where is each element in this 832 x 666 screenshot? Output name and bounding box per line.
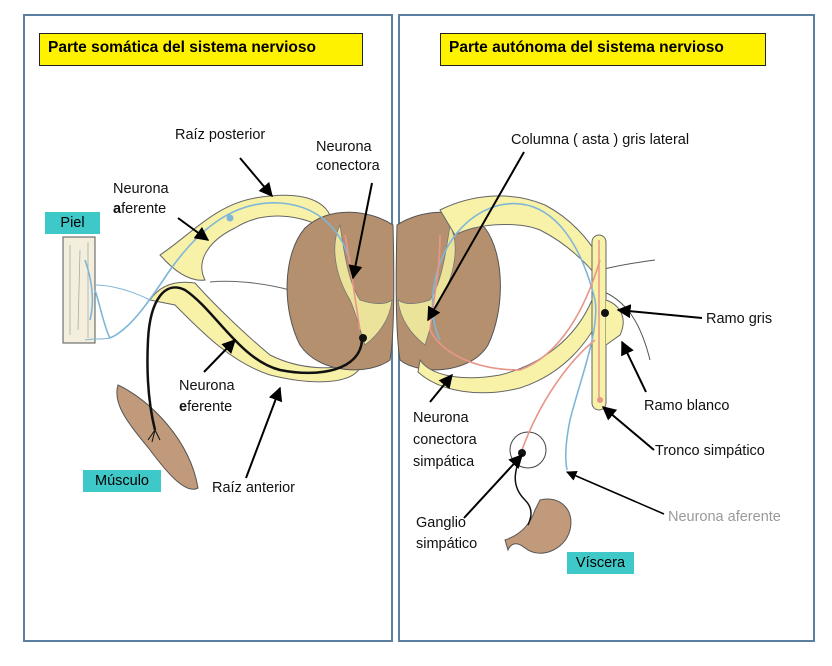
label-raiz-anterior: Raíz anterior xyxy=(212,480,296,496)
label-neurona-conectora-simpatica-1: Neurona xyxy=(413,410,469,426)
label-neurona-eferente-1: Neurona xyxy=(179,378,235,394)
label-neurona-conectora-1: Neurona xyxy=(316,139,372,155)
afferent-pathways xyxy=(84,202,597,471)
label-neurona-aferente-visceral: Neurona aferente xyxy=(668,509,781,525)
label-raiz-posterior: Raíz posterior xyxy=(175,127,266,143)
label-neurona-aferente-2: aferente xyxy=(113,201,167,217)
label-viscera: Víscera xyxy=(567,552,634,574)
label-ganglio-2: simpático xyxy=(416,536,478,552)
viscera-organ xyxy=(504,498,572,554)
somatic-title: Parte somática del sistema nervioso xyxy=(39,33,363,66)
label-ramo-blanco: Ramo blanco xyxy=(644,398,730,414)
label-musculo: Músculo xyxy=(83,470,161,492)
sympathetic-trunk xyxy=(591,234,624,411)
label-ramo-gris: Ramo gris xyxy=(706,311,773,327)
label-columna: Columna ( asta ) gris lateral xyxy=(511,132,690,148)
motor-efferent-fiber xyxy=(146,286,364,431)
label-neurona-conectora-simpatica-2: conectora xyxy=(413,432,477,448)
skin-tissue xyxy=(62,236,96,344)
label-arrows xyxy=(177,151,703,519)
spinal-cord xyxy=(286,211,501,371)
autonomic-title: Parte autónoma del sistema nervioso xyxy=(440,33,766,66)
label-ganglio-1: Ganglio xyxy=(416,515,466,531)
label-neurona-conectora-2: conectora xyxy=(316,158,380,174)
label-piel: Piel xyxy=(45,212,100,234)
label-neurona-conectora-simpatica-3: simpática xyxy=(413,454,475,470)
label-tronco-simpatico: Tronco simpático xyxy=(655,443,765,459)
label-neurona-aferente-1: Neurona xyxy=(113,181,169,197)
label-neurona-eferente-2: eferente xyxy=(179,399,233,415)
muscle-tissue xyxy=(116,384,199,490)
